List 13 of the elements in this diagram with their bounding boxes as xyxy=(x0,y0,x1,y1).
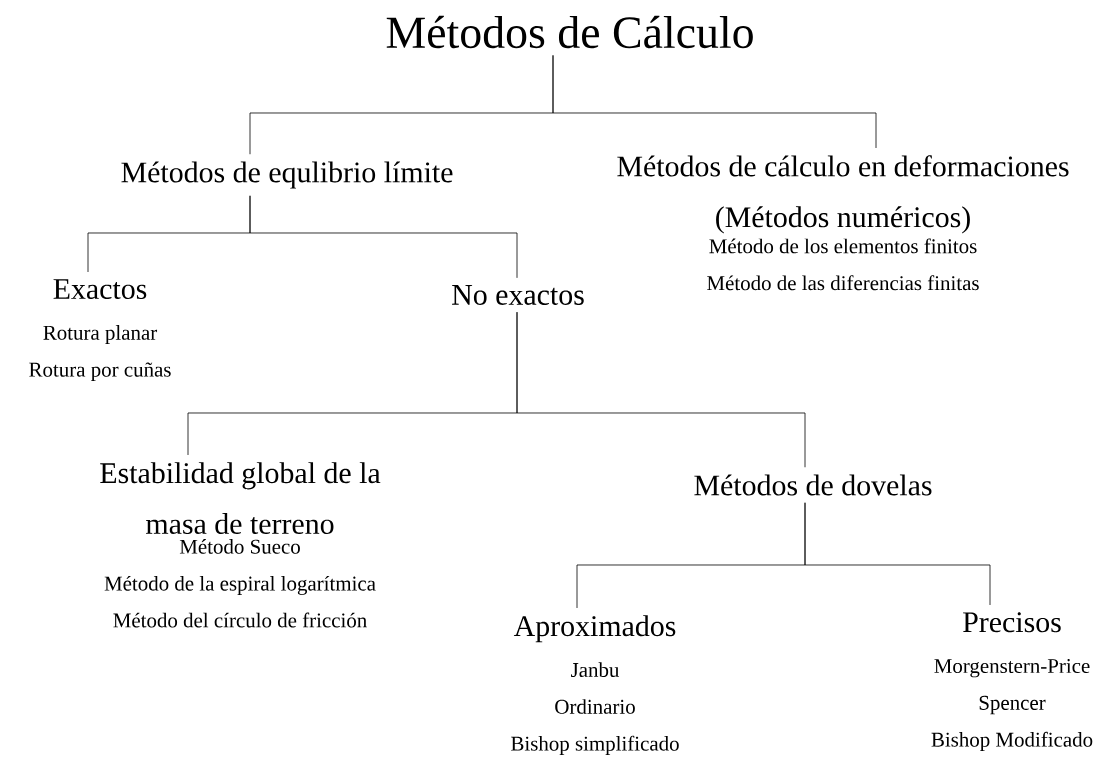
tree-connector xyxy=(249,195,518,279)
category-text: No exactos xyxy=(452,285,584,305)
tree-connector xyxy=(516,311,806,468)
method-list: Estabilidad global de la masa de terreno Método Sueco Método de la espiral logarítmica Método del círculo de fricción xyxy=(100,462,381,628)
method-list: Exactos Rotura planar Rotura por cuñas xyxy=(29,279,171,381)
tree-connector xyxy=(552,54,877,149)
method-list: Precisos Morgenstern-Price Spencer Bishop Modificado xyxy=(931,612,1093,751)
tree-connector xyxy=(804,502,991,606)
category-text: Métodos de equlibrio límite xyxy=(121,161,453,189)
method-list: Métodos de cálculo en deformaciones (Métodos numéricos) Método de los elementos finitos Método de las diferencias finitas xyxy=(617,155,1069,291)
method-list: Aproximados Janbu Ordinario Bishop simplificado xyxy=(511,615,679,755)
title-text: Métodos de Cálculo xyxy=(386,15,753,49)
category-text: Métodos de dovelas xyxy=(694,474,932,496)
